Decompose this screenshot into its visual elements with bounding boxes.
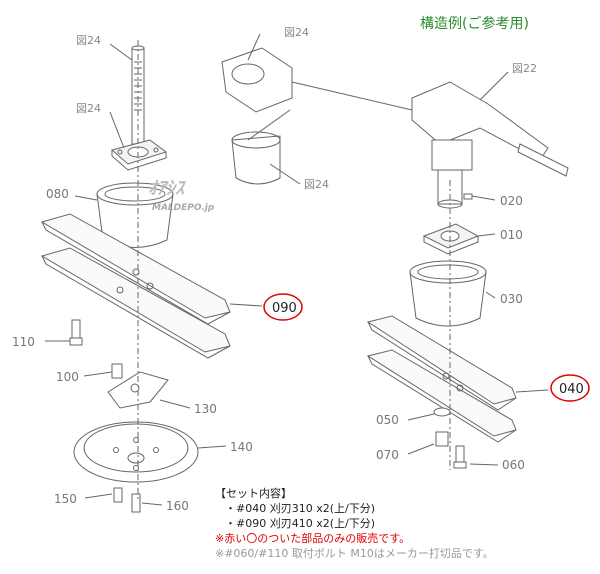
callout-150: 150	[54, 492, 77, 506]
right-washer-nut	[433, 407, 451, 447]
callout-080: 080	[46, 187, 69, 201]
ref-fig24-housing: 図24	[304, 178, 329, 191]
set-contents-notes: 【セット内容】 ・#040 刈刃310 x2(上/下分) ・#090 刈刃410…	[215, 486, 494, 561]
ref-fig24-shaft: 図24	[76, 34, 101, 47]
right-gearbox	[411, 81, 569, 209]
left-flange	[110, 139, 168, 171]
notes-grey-warning: ※#060/#110 取付ボルト M10はメーカー打切品です。	[215, 547, 494, 560]
callout-160: 160	[166, 499, 189, 513]
callout-140: 140	[230, 440, 253, 454]
left-bolt-110	[69, 319, 83, 346]
page-title: 構造例(ご参考用)	[420, 16, 529, 32]
left-bolts-150-160	[113, 487, 141, 513]
callout-030: 030	[500, 292, 523, 306]
center-gear-housing	[221, 47, 293, 185]
notes-red-warning: ※赤い〇のついた部品のみの販売です。	[215, 532, 411, 545]
callout-040: 040	[559, 382, 584, 397]
callout-060: 060	[502, 458, 525, 472]
right-blades-040	[366, 315, 517, 443]
callout-050: 050	[376, 413, 399, 427]
right-bolt-060	[453, 445, 467, 469]
callout-130: 130	[194, 402, 217, 416]
callout-020: 020	[500, 194, 523, 208]
ref-fig24-flange: 図24	[76, 102, 101, 115]
callout-090: 090	[272, 301, 297, 316]
notes-line-040: ・#040 刈刃310 x2(上/下分)	[225, 502, 375, 515]
right-cup-030	[409, 260, 487, 327]
callout-070: 070	[376, 448, 399, 462]
watermark: ｵｱｼｽ MALDEPO.jp	[148, 178, 215, 213]
left-blades	[40, 213, 231, 359]
ref-fig22: 図22	[512, 62, 537, 75]
callout-110: 110	[12, 335, 35, 349]
highlight-circle-040	[550, 374, 590, 402]
left-dish-140	[73, 421, 199, 483]
watermark-url: MALDEPO.jp	[152, 203, 215, 213]
callout-100: 100	[56, 370, 79, 384]
notes-header: 【セット内容】	[215, 487, 292, 500]
notes-line-090: ・#090 刈刃410 x2(上/下分)	[225, 517, 375, 530]
left-cup	[96, 182, 174, 248]
highlight-circle-090	[263, 293, 303, 321]
callout-010: 010	[500, 228, 523, 242]
ref-fig24-gear: 図24	[284, 26, 309, 39]
watermark-logo: ｵｱｼｽ	[148, 178, 186, 199]
